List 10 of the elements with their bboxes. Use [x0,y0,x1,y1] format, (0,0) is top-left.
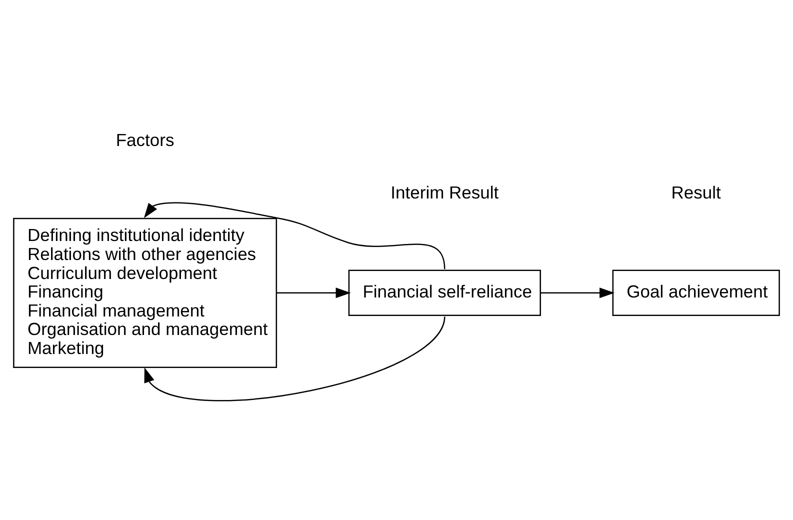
arrow [276,288,351,298]
node-box: Goal achievement [612,270,780,316]
label: Interim Result [390,182,499,203]
node-box: Defining institutional identity Relations with other agencies Curriculum development Financing Financial management Organisation and management Marketing [13,218,278,368]
label: Result [671,182,721,203]
node-box: Financial self-reliance [348,270,541,316]
label: Factors [116,130,174,150]
arrow [144,316,446,402]
arrow [540,288,615,298]
arrow [144,202,446,270]
